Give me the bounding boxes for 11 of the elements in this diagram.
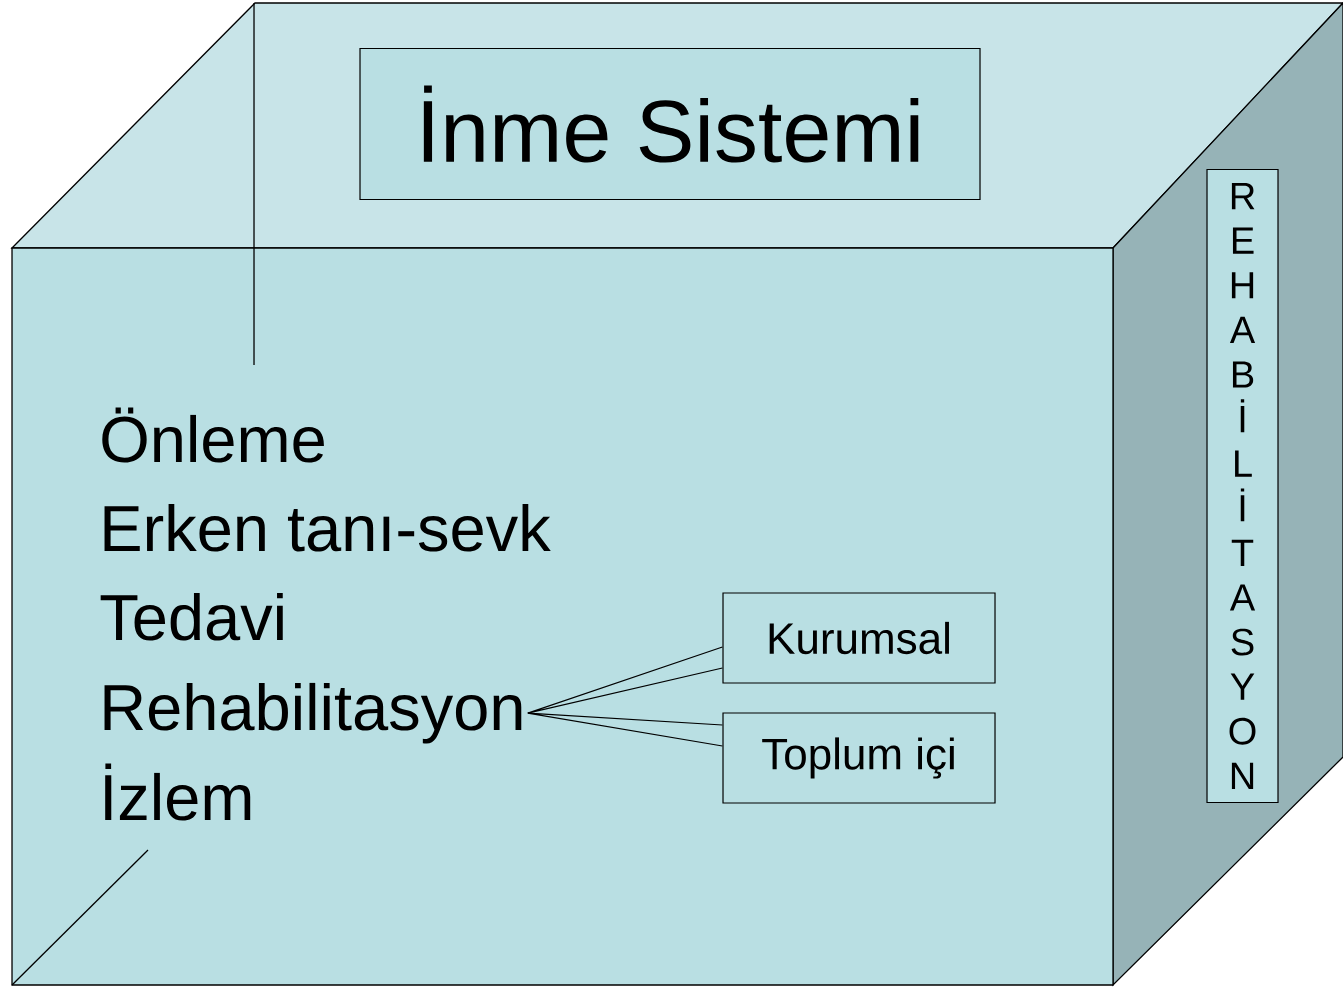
callout-pointer: [527, 646, 723, 714]
callout-pointer: [527, 712, 723, 747]
list-item: Tedavi: [100, 592, 283, 641]
title-box: İnme Sistemi: [359, 47, 981, 201]
list-item: Önleme: [102, 407, 324, 463]
list-item: İzlem: [105, 763, 251, 821]
list-item: Rehabilitasyon: [104, 682, 522, 744]
callout-box: Toplum içi: [722, 712, 996, 804]
side-label-box: REHABİLİTASYON: [1206, 168, 1279, 804]
callout-box: Kurumsal: [722, 592, 996, 684]
list-item: Erken tanı-sevk: [104, 503, 551, 552]
